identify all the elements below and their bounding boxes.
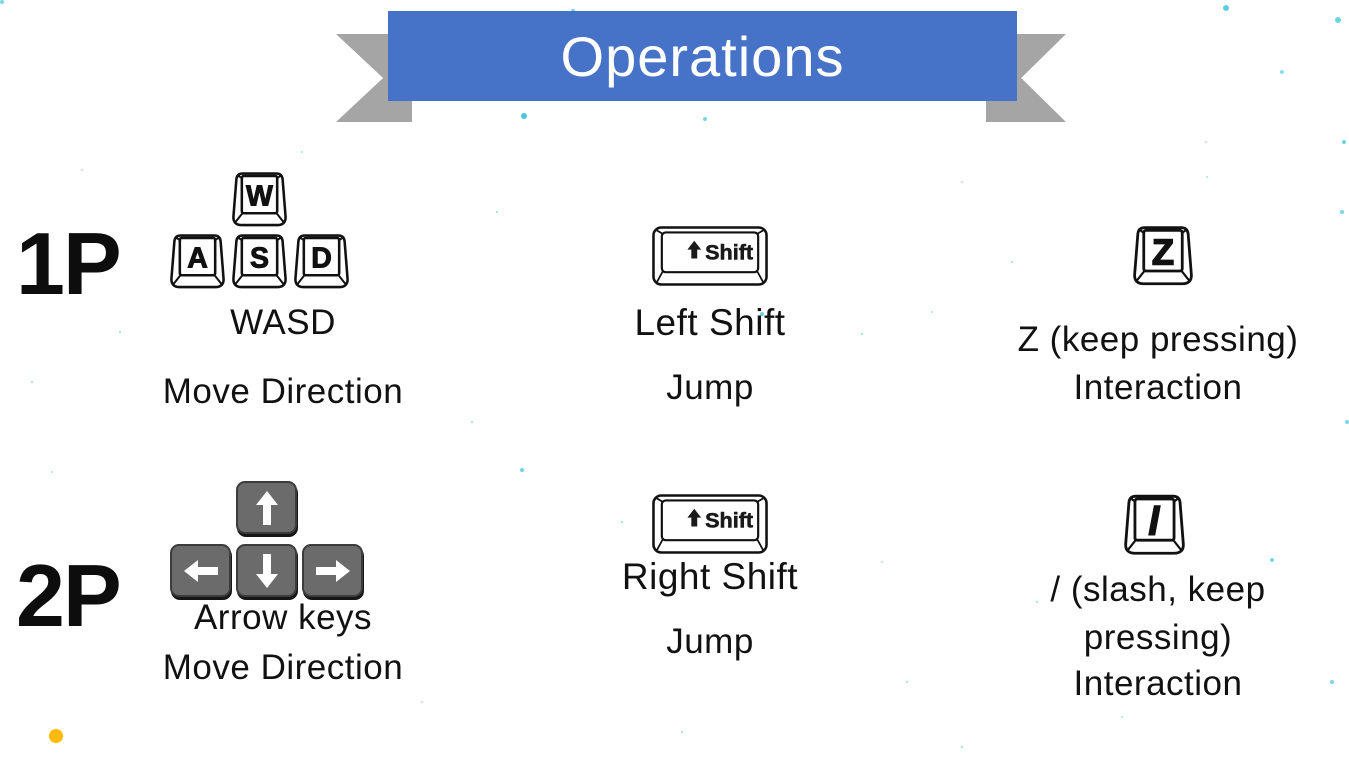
p1-move-caption-keys: WASD — [230, 303, 336, 342]
key-z-letter: Z — [1152, 232, 1174, 273]
p2-interact-caption-keys-line2: pressing) — [1083, 618, 1233, 657]
p2-jump-caption-keys: Right Shift — [621, 556, 799, 597]
key-left-arrow-icon — [170, 544, 231, 597]
key-z-icon: Z — [1132, 226, 1194, 286]
p1-jump-caption-keys: Left Shift — [634, 302, 786, 343]
p2-jump-caption-action: Jump — [666, 622, 754, 661]
key-slash-icon: / — [1123, 494, 1186, 556]
p1-move-caption-action: Move Direction — [162, 372, 404, 411]
p1-jump-caption-action: Jump — [666, 368, 754, 407]
banner: Operations — [388, 11, 1017, 101]
key-w-letter: W — [246, 180, 273, 212]
p2-interact-caption-action: Interaction — [1073, 664, 1243, 703]
key-left-shift-label: Shift — [705, 239, 753, 264]
key-down-arrow-icon — [236, 544, 297, 597]
key-a-icon: A — [169, 234, 226, 289]
p2-interact-caption-keys-line1: / (slash, keep — [1050, 570, 1266, 609]
slide-bullet-dot — [49, 729, 63, 743]
key-a-letter: A — [187, 242, 208, 274]
shift-up-arrow-icon — [687, 240, 702, 259]
shift-up-arrow-icon — [687, 508, 702, 527]
key-d-letter: D — [311, 242, 332, 274]
p1-interact-caption-keys: Z (keep pressing) — [1017, 320, 1299, 359]
key-up-arrow-icon — [236, 481, 297, 534]
key-s-letter: S — [250, 242, 269, 274]
key-right-shift-icon: Shift — [652, 494, 768, 555]
key-left-shift-icon: Shift — [652, 226, 768, 287]
p2-move-caption-action: Move Direction — [162, 648, 404, 687]
key-s-icon: S — [231, 234, 288, 289]
player2-label: 2P — [16, 546, 122, 645]
player1-label: 1P — [16, 214, 122, 313]
page-title: Operations — [560, 24, 845, 88]
key-d-icon: D — [293, 234, 350, 289]
background-speckles — [0, 0, 4, 4]
p1-interact-caption-action: Interaction — [1073, 368, 1243, 407]
key-right-shift-label: Shift — [705, 507, 753, 532]
key-slash-letter: / — [1149, 501, 1159, 542]
p2-move-caption-keys: Arrow keys — [193, 598, 373, 637]
key-w-icon: W — [231, 172, 288, 227]
key-right-arrow-icon — [302, 544, 363, 597]
